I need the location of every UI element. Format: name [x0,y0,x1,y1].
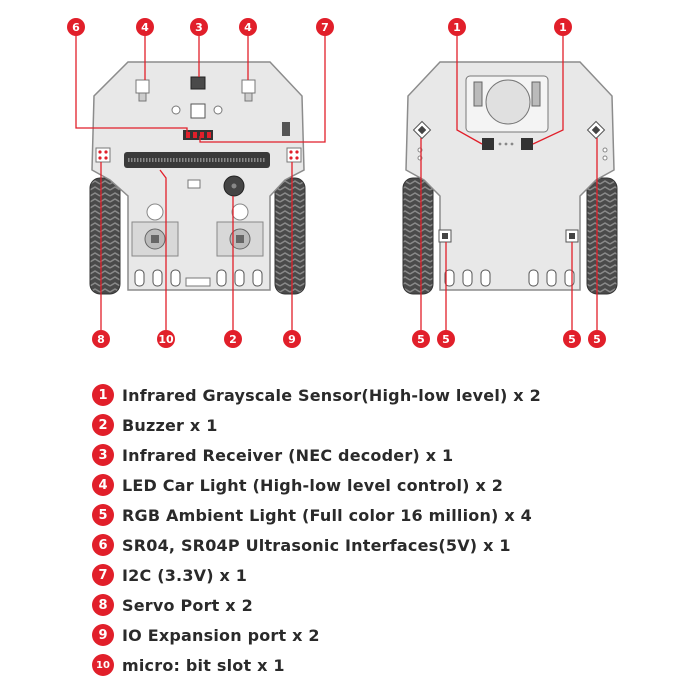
led-car-light-right [241,79,256,102]
motor-left [131,203,179,257]
left-wheel [89,177,121,295]
legend-item: 9 IO Expansion port x 2 [92,620,672,650]
leader-lines [75,36,598,330]
legend-item: 10 micro: bit slot x 1 [92,650,672,680]
callout-back-2: 5 [412,330,430,348]
right-wheel [274,177,306,295]
back-view [402,61,618,295]
legend-number: 1 [92,384,114,406]
legend: 1 Infrared Grayscale Sensor(High-low leve… [92,380,672,680]
callout-front-8: 9 [283,330,301,348]
legend-item: 4 LED Car Light (High-low level control) … [92,470,672,500]
legend-item: 5 RGB Ambient Light (Full color 16 millio… [92,500,672,530]
legend-label: RGB Ambient Light (Full color 16 million… [122,505,532,525]
svg-text:2: 2 [229,333,237,346]
callout-front-0: 6 [67,18,85,36]
motor-right [216,203,264,257]
svg-text:5: 5 [417,333,425,346]
legend-number: 8 [92,594,114,616]
legend-number: 4 [92,474,114,496]
legend-label: SR04, SR04P Ultrasonic Interfaces(5V) x … [122,535,511,555]
io-expansion-port [286,147,302,163]
legend-label: Servo Port x 2 [122,595,253,615]
infrared-receiver [190,76,206,90]
front-view [89,61,306,295]
robot-car-diagram: 6 4 3 4 7 8 10 2 9 1 1 5 5 5 5 [67,18,618,348]
back-left-wheel [402,177,434,295]
svg-text:5: 5 [593,333,601,346]
callout-back-4: 5 [563,330,581,348]
grayscale-sensor-left [482,138,494,150]
back-right-wheel [586,177,618,295]
legend-item: 1 Infrared Grayscale Sensor(High-low leve… [92,380,672,410]
battery-holder [465,75,549,133]
side-switch [282,122,290,136]
ultrasonic-header [183,130,213,140]
svg-text:4: 4 [141,21,149,34]
svg-text:1: 1 [559,21,567,34]
callout-front-7: 2 [224,330,242,348]
legend-number: 7 [92,564,114,586]
callout-front-1: 4 [136,18,154,36]
edge-connector-front [134,269,263,287]
svg-text:4: 4 [244,21,252,34]
legend-number: 6 [92,534,114,556]
callout-front-4: 7 [316,18,334,36]
legend-label: IO Expansion port x 2 [122,625,320,645]
callout-back-1: 1 [554,18,572,36]
svg-text:7: 7 [321,21,329,34]
legend-number: 9 [92,624,114,646]
legend-number: 2 [92,414,114,436]
callout-front-5: 8 [92,330,110,348]
svg-text:3: 3 [195,21,203,34]
legend-label: Infrared Grayscale Sensor(High-low level… [122,385,541,405]
svg-text:1: 1 [453,21,461,34]
callout-markers: 6 4 3 4 7 8 10 2 9 1 1 5 5 5 5 [67,18,606,348]
legend-item: 2 Buzzer x 1 [92,410,672,440]
legend-label: Buzzer x 1 [122,415,218,435]
legend-label: Infrared Receiver (NEC decoder) x 1 [122,445,454,465]
svg-text:5: 5 [442,333,450,346]
chip [190,103,206,119]
svg-text:5: 5 [568,333,576,346]
legend-item: 3 Infrared Receiver (NEC decoder) x 1 [92,440,672,470]
legend-number: 10 [92,654,114,676]
legend-item: 8 Servo Port x 2 [92,590,672,620]
legend-label: I2C (3.3V) x 1 [122,565,248,585]
servo-port-left [95,147,111,163]
grayscale-sensor-right [521,138,533,150]
callout-back-3: 5 [437,330,455,348]
callout-back-0: 1 [448,18,466,36]
callout-front-2: 3 [190,18,208,36]
callout-front-6: 10 [157,330,175,348]
back-board [405,61,615,291]
legend-label: micro: bit slot x 1 [122,655,285,675]
callout-back-5: 5 [588,330,606,348]
svg-text:10: 10 [158,333,174,346]
legend-item: 6 SR04, SR04P Ultrasonic Interfaces(5V) x… [92,530,672,560]
legend-number: 3 [92,444,114,466]
legend-label: LED Car Light (High-low level control) x… [122,475,504,495]
svg-text:9: 9 [288,333,296,346]
legend-item: 7 I2C (3.3V) x 1 [92,560,672,590]
callout-front-3: 4 [239,18,257,36]
led-car-light-left [135,79,150,102]
svg-text:8: 8 [97,333,105,346]
front-board [91,61,305,291]
legend-number: 5 [92,504,114,526]
svg-text:6: 6 [72,21,80,34]
